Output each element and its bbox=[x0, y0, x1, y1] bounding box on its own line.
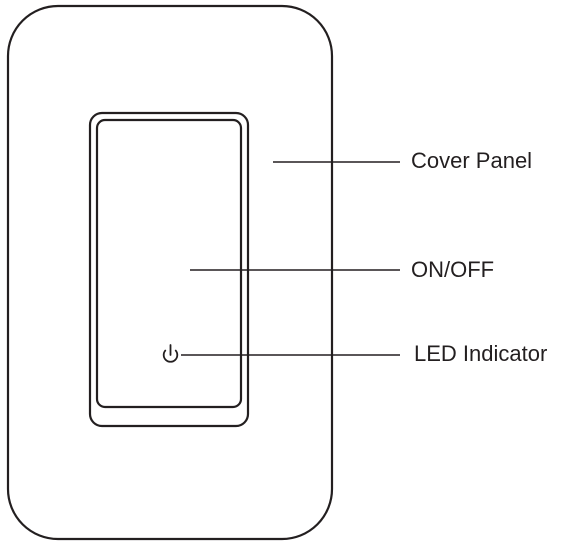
cover-panel-label: Cover Panel bbox=[411, 148, 533, 173]
power-icon bbox=[162, 344, 179, 363]
cover-panel-outline bbox=[6, 4, 334, 541]
led-indicator-label: LED Indicator bbox=[414, 341, 548, 366]
rocker-button bbox=[95, 118, 243, 409]
on-off-label: ON/OFF bbox=[411, 257, 495, 282]
